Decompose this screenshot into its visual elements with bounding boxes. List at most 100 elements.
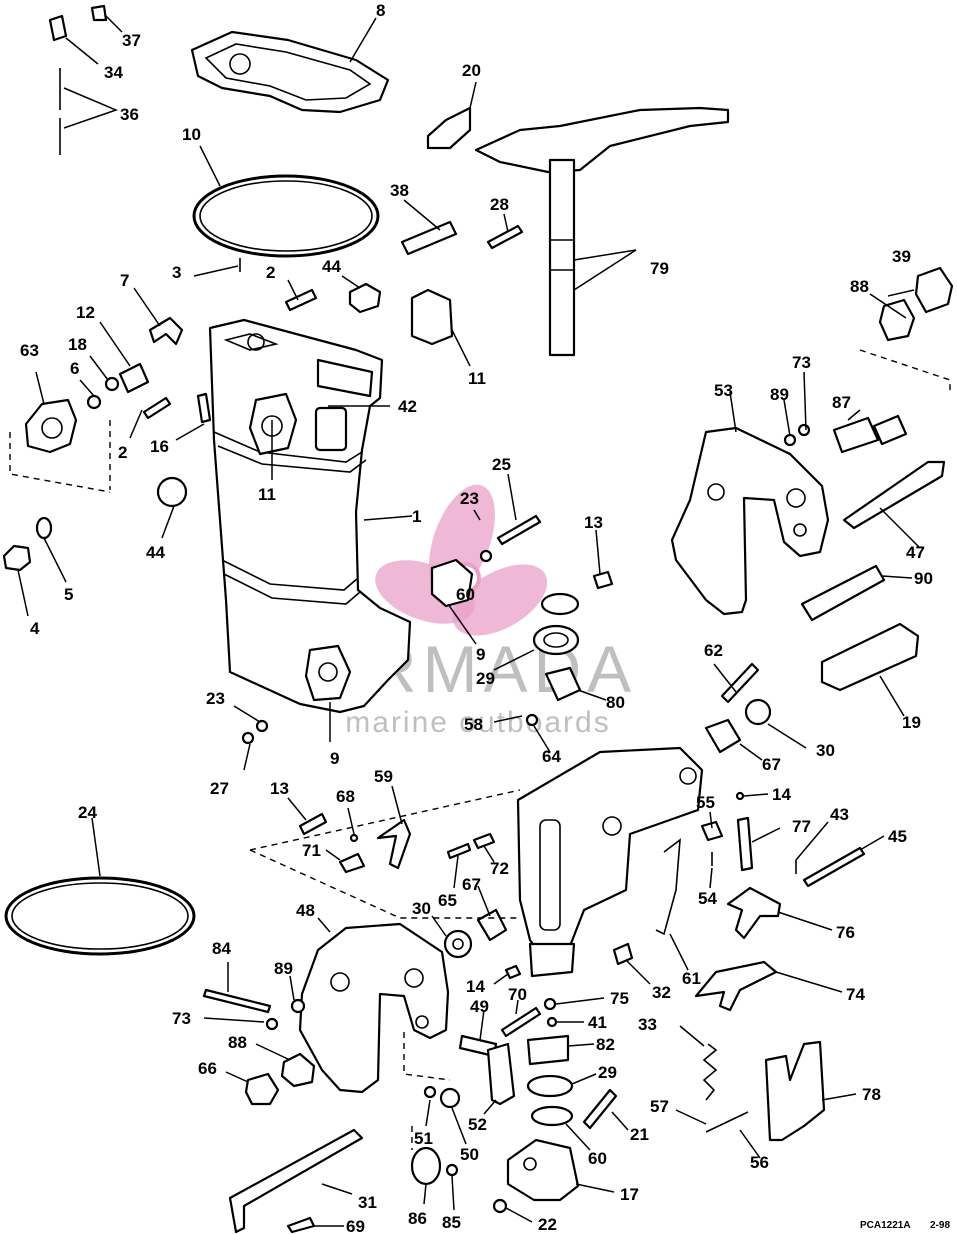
callout-69: 69 [346,1217,365,1234]
callout-31: 31 [358,1193,377,1212]
callout-49: 49 [470,997,489,1016]
part-4-nut [2,544,32,572]
part-16-screw [196,392,212,424]
callout-50: 50 [460,1145,479,1164]
callout-14-upper: 14 [772,785,791,804]
part-88-nut-lower [280,1052,316,1088]
callout-29-upper: 29 [476,669,495,688]
callout-44-upper: 44 [322,257,341,276]
callout-80: 80 [606,693,625,712]
part-82-bushing [526,1034,570,1066]
callout-84: 84 [212,939,231,958]
part-79-steering-arm [474,106,730,357]
callout-53: 53 [714,381,733,400]
part-68-screw [349,833,359,843]
callout-72: 72 [490,859,509,878]
part-10-o-ring [192,174,380,258]
callout-88-lower: 88 [228,1033,247,1052]
part-25-bolt [496,514,542,546]
callout-11-upper: 11 [468,369,486,388]
callout-58: 58 [464,715,483,734]
parts [2,4,954,1234]
part-30-washer-lower [443,929,473,959]
part-73-nut-lower [265,1017,279,1031]
callout-60-lower: 60 [588,1149,607,1168]
callout-42: 42 [398,397,417,416]
drawing-date: 2-98 [930,1220,950,1231]
callout-64: 64 [542,747,561,766]
callout-37: 37 [122,31,141,50]
callout-4: 4 [30,619,40,638]
callout-55: 55 [696,793,715,812]
callout-27: 27 [210,779,229,798]
callout-44-lower: 44 [146,543,165,562]
part-65-screw [446,842,472,860]
callout-76: 76 [836,923,855,942]
callout-70: 70 [508,985,527,1004]
callout-86: 86 [408,1209,427,1228]
callout-89-upper: 89 [770,385,789,404]
part-37-clip [90,4,108,22]
part-48-stern-bracket [298,922,450,1094]
part-34-grommet [48,14,68,42]
callout-68: 68 [336,787,355,806]
callout-33: 33 [638,1015,657,1034]
part-21-bolt [582,1088,618,1130]
part-8-gasket [190,30,390,114]
callout-51: 51 [414,1129,433,1148]
part-12-clamp-screw [118,362,150,394]
part-52-lever [486,1042,516,1106]
callout-36: 36 [120,105,139,124]
callout-24: 24 [78,803,97,822]
callout-60-upper: 60 [456,585,475,604]
callout-18: 18 [68,335,87,354]
part-89-washer-upper [783,433,797,447]
callout-89-lower: 89 [274,959,293,978]
callout-73-lower: 73 [172,1009,191,1028]
part-89-washer-lower [290,998,306,1014]
callout-87: 87 [832,393,851,412]
callout-38: 38 [390,181,409,200]
part-13-screw-upper [592,570,614,590]
callout-6: 6 [70,359,79,378]
callout-8: 8 [376,1,385,20]
part-6-washer [86,394,102,410]
alignment-lines [9,349,951,1150]
part-44-grommet-lower [156,476,188,508]
callout-21: 21 [630,1125,649,1144]
part-53-swivel-bracket [670,426,830,616]
part-87-bushings [832,416,880,454]
part-28-bolt [486,224,524,250]
callout-14-lower: 14 [466,977,485,996]
callout-13-lower: 13 [270,779,289,798]
part-23-nut-upper [479,549,493,563]
callout-73-upper: 73 [792,353,811,372]
part-50-washer [439,1087,461,1109]
callout-10: 10 [182,125,201,144]
callout-74: 74 [846,985,865,1004]
part-29-bushing-upper [532,624,580,656]
callout-34: 34 [104,63,123,82]
part-20-seal [426,106,472,150]
part-45-rod [802,846,866,888]
part-11-mount-upper [410,288,454,346]
callout-19: 19 [902,713,921,732]
part-33-spring [702,1043,718,1101]
callout-22: 22 [538,1215,557,1234]
callout-7: 7 [120,271,129,290]
part-67-bushing-upper [704,718,742,754]
watermark-tagline: marine outboards [345,706,610,739]
callout-9-center: 9 [476,645,485,664]
callout-2-lower: 2 [118,443,127,462]
part-60-o-ring-lower [530,1105,574,1127]
part-59-lever [376,818,412,870]
callout-23-lower: 23 [206,689,225,708]
callout-16: 16 [150,437,169,456]
part-13-screw-lower [298,812,328,836]
callout-88-upper: 88 [850,277,869,296]
callout-54: 54 [698,889,717,908]
part-14-pin-lower [504,964,522,980]
callout-63: 63 [20,341,39,360]
callout-29-lower: 29 [598,1063,617,1082]
